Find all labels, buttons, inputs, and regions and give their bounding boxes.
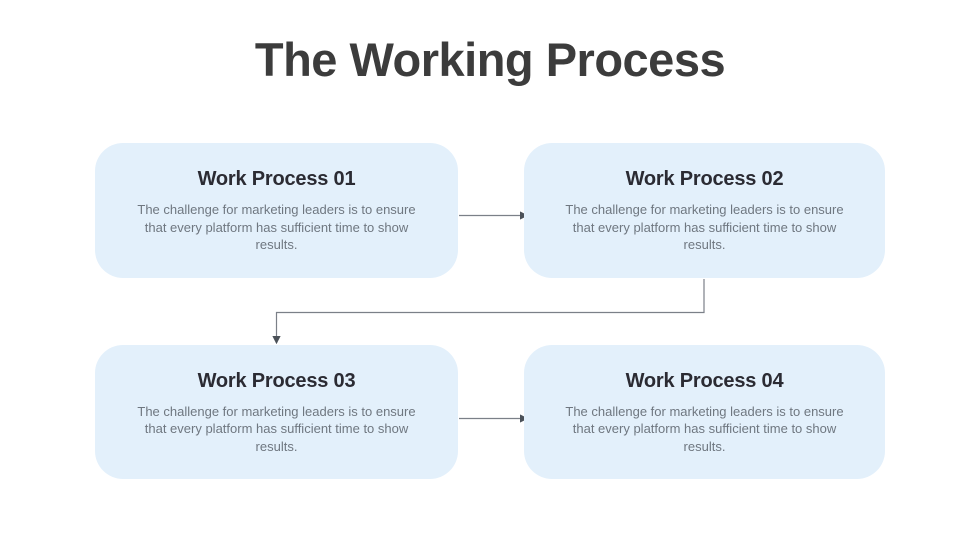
process-card-4-title: Work Process 04	[625, 369, 784, 392]
process-card-3-body: The challenge for marketing leaders is t…	[137, 403, 416, 454]
process-card-1-body: The challenge for marketing leaders is t…	[137, 202, 416, 253]
connector-elbow-02-to-03	[272, 279, 705, 345]
page-title: The Working Process	[254, 33, 726, 86]
process-card-4-body: The challenge for marketing leaders is t…	[565, 403, 844, 454]
process-card-2[interactable]: Work Process 02 The challenge for market…	[524, 143, 885, 278]
process-card-1-title: Work Process 01	[197, 168, 356, 191]
process-card-3[interactable]: Work Process 03 The challenge for market…	[95, 345, 458, 479]
process-card-1[interactable]: Work Process 01 The challenge for market…	[95, 143, 458, 278]
process-card-2-title: Work Process 02	[625, 168, 784, 191]
process-card-4[interactable]: Work Process 04 The challenge for market…	[524, 345, 885, 479]
process-card-2-body: The challenge for marketing leaders is t…	[565, 202, 844, 253]
process-card-3-title: Work Process 03	[197, 369, 356, 392]
